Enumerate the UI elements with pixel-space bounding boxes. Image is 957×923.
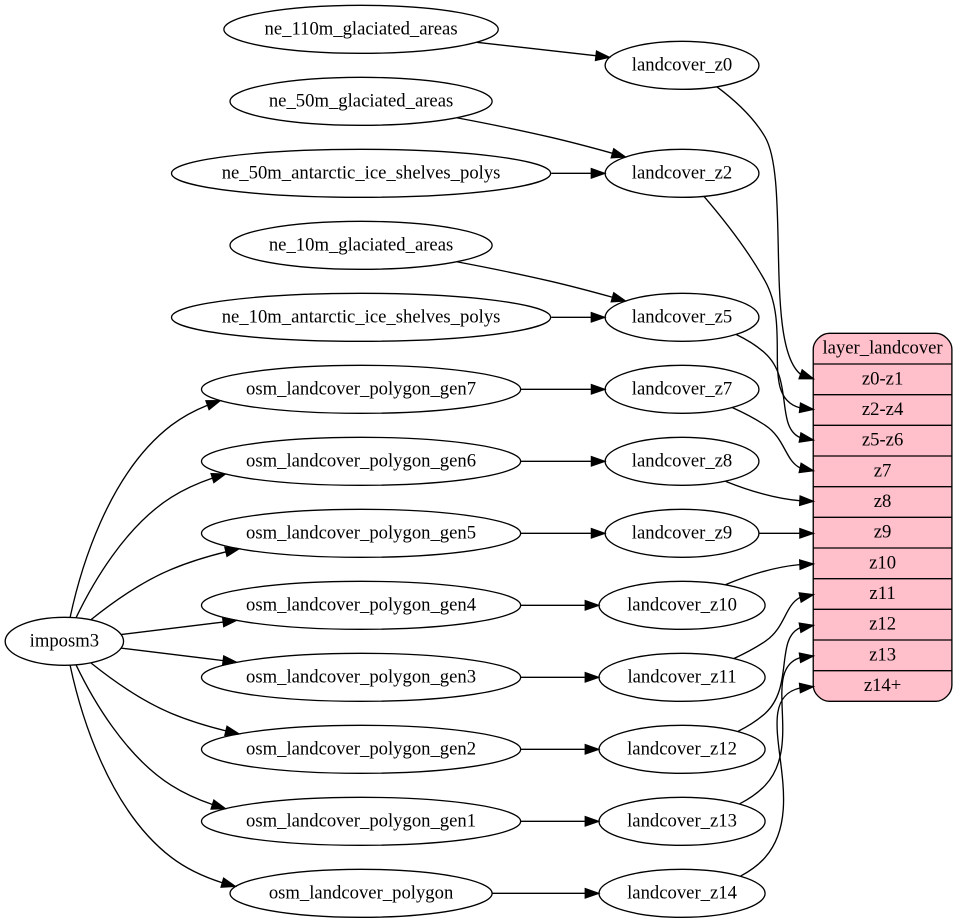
svg-text:landcover_z11: landcover_z11 (627, 666, 736, 687)
svg-text:landcover_z13: landcover_z13 (627, 810, 737, 831)
svg-text:osm_landcover_polygon_gen5: osm_landcover_polygon_gen5 (246, 522, 476, 543)
svg-text:layer_landcover: layer_landcover (822, 338, 943, 359)
svg-text:osm_landcover_polygon_gen7: osm_landcover_polygon_gen7 (246, 378, 476, 399)
svg-text:ne_10m_antarctic_ice_shelves_p: ne_10m_antarctic_ice_shelves_polys (222, 306, 501, 327)
svg-text:z14+: z14+ (864, 675, 901, 696)
svg-text:ne_50m_glaciated_areas: ne_50m_glaciated_areas (269, 90, 453, 111)
svg-text:imposm3: imposm3 (30, 630, 99, 651)
svg-text:z11: z11 (869, 583, 895, 604)
svg-text:osm_landcover_polygon_gen6: osm_landcover_polygon_gen6 (246, 450, 476, 471)
svg-text:osm_landcover_polygon_gen3: osm_landcover_polygon_gen3 (246, 666, 476, 687)
svg-text:osm_landcover_polygon_gen4: osm_landcover_polygon_gen4 (246, 594, 477, 615)
svg-text:landcover_z12: landcover_z12 (627, 738, 737, 759)
svg-text:landcover_z8: landcover_z8 (632, 450, 733, 471)
svg-text:landcover_z7: landcover_z7 (632, 378, 733, 399)
svg-text:landcover_z2: landcover_z2 (632, 162, 733, 183)
svg-text:osm_landcover_polygon_gen2: osm_landcover_polygon_gen2 (246, 738, 476, 759)
svg-text:landcover_z9: landcover_z9 (632, 522, 733, 543)
svg-text:z0-z1: z0-z1 (862, 368, 903, 389)
svg-text:ne_50m_antarctic_ice_shelves_p: ne_50m_antarctic_ice_shelves_polys (222, 162, 501, 183)
svg-text:z8: z8 (874, 491, 892, 512)
svg-text:z12: z12 (869, 614, 896, 635)
svg-text:z5-z6: z5-z6 (862, 430, 903, 451)
svg-text:z7: z7 (874, 460, 892, 481)
svg-text:z9: z9 (874, 522, 892, 543)
svg-text:landcover_z10: landcover_z10 (627, 594, 737, 615)
svg-text:landcover_z0: landcover_z0 (632, 54, 733, 75)
svg-text:ne_110m_glaciated_areas: ne_110m_glaciated_areas (265, 18, 458, 39)
svg-text:z13: z13 (869, 644, 896, 665)
svg-text:ne_10m_glaciated_areas: ne_10m_glaciated_areas (269, 234, 453, 255)
svg-text:osm_landcover_polygon: osm_landcover_polygon (269, 882, 454, 903)
svg-text:osm_landcover_polygon_gen1: osm_landcover_polygon_gen1 (246, 810, 476, 831)
svg-text:landcover_z5: landcover_z5 (632, 306, 733, 327)
svg-text:landcover_z14: landcover_z14 (627, 882, 737, 903)
svg-text:z2-z4: z2-z4 (862, 399, 904, 420)
svg-text:z10: z10 (869, 552, 896, 573)
